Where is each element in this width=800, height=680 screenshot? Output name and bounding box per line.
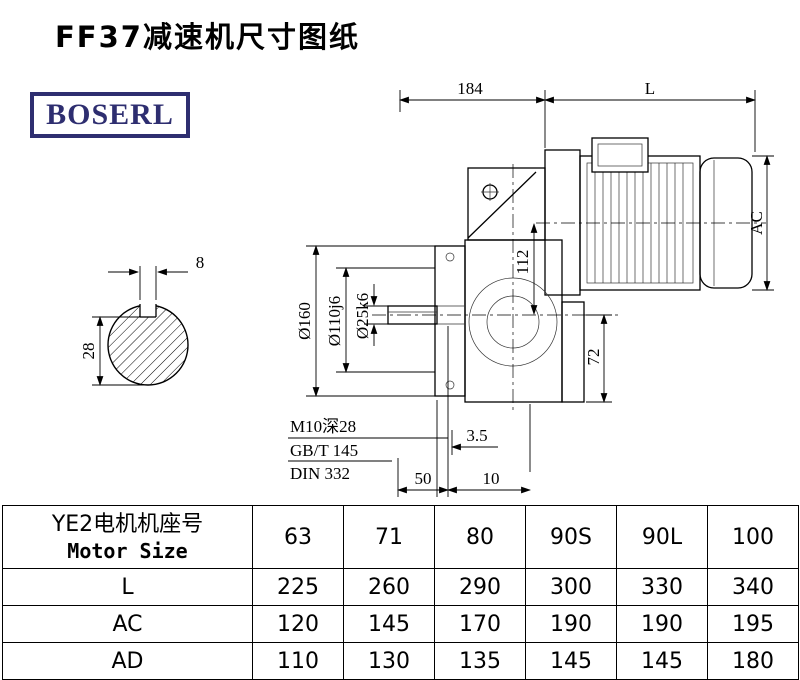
- dim-d160-label: Ø160: [295, 302, 314, 340]
- dim-8-label: 8: [196, 253, 205, 272]
- dim-L-label: L: [645, 79, 655, 98]
- AD-90l: 145: [616, 642, 708, 680]
- dim-d25-label: Ø25k6: [353, 293, 372, 339]
- L-90s: 300: [525, 568, 617, 606]
- dim-184-label: 184: [457, 79, 483, 98]
- AD-71: 130: [343, 642, 435, 680]
- AC-90s: 190: [525, 605, 617, 643]
- shaft-cross-section: 8 28: [79, 253, 205, 386]
- output-flange: [434, 245, 466, 397]
- motor-size-header-en: Motor Size: [67, 539, 188, 564]
- technical-drawing: 184 L AC 112 72 Ø160: [79, 79, 774, 497]
- dimension-table: YE2电机机座号 Motor Size 63 71 80 90S 90L 100…: [2, 505, 799, 680]
- column-90l: 90L: [616, 505, 708, 569]
- L-71: 260: [343, 568, 435, 606]
- boserl-logo: BOSERL: [30, 92, 190, 138]
- column-80: 80: [434, 505, 526, 569]
- L-90l: 330: [616, 568, 708, 606]
- L-80: 290: [434, 568, 526, 606]
- row-label-AD: AD: [2, 642, 253, 680]
- motor-size-header-cn: YE2电机机座号: [51, 511, 204, 537]
- dim-ac: AC: [747, 155, 774, 291]
- dim-10-label: 10: [483, 469, 500, 488]
- table-row-L: L 225 260 290 300 330 340: [2, 568, 799, 606]
- page-title: FF37减速机尺寸图纸: [55, 20, 360, 54]
- column-71: 71: [343, 505, 435, 569]
- AD-90s: 145: [525, 642, 617, 680]
- output-shaft: [387, 305, 438, 325]
- AC-90l: 190: [616, 605, 708, 643]
- motor-outline: [536, 137, 766, 296]
- table-row-AD: AD 110 130 135 145 145 180: [2, 642, 799, 680]
- AC-100: 195: [707, 605, 799, 643]
- dim-3-5-label: 3.5: [466, 426, 487, 445]
- dim-top: 184 L: [399, 79, 756, 152]
- AD-80: 135: [434, 642, 526, 680]
- dim-flange-diameters: Ø160 Ø110j6 Ø25k6: [295, 245, 435, 397]
- AD-63: 110: [252, 642, 344, 680]
- dim-d110-label: Ø110j6: [325, 296, 344, 346]
- dim-72-label: 72: [584, 349, 603, 366]
- dim-112-label: 112: [513, 250, 532, 275]
- dim-112: 112: [513, 223, 538, 315]
- L-63: 225: [252, 568, 344, 606]
- column-100: 100: [707, 505, 799, 569]
- terminal-box: [591, 137, 649, 173]
- gearbox-outline: [372, 164, 622, 414]
- AD-100: 180: [707, 642, 799, 680]
- column-63: 63: [252, 505, 344, 569]
- AC-71: 145: [343, 605, 435, 643]
- dim-72: 72: [584, 314, 612, 403]
- column-90s: 90S: [525, 505, 617, 569]
- standard-din-note: DIN 332: [290, 464, 350, 483]
- AC-63: 120: [252, 605, 344, 643]
- dim-50-label: 50: [415, 469, 432, 488]
- row-label-L: L: [2, 568, 253, 606]
- dim-ac-label: AC: [747, 211, 766, 235]
- table-header-row: YE2电机机座号 Motor Size 63 71 80 90S 90L 100: [2, 505, 799, 569]
- L-100: 340: [707, 568, 799, 606]
- dim-28-label: 28: [79, 343, 98, 360]
- row-label-AC: AC: [2, 605, 253, 643]
- tapped-hole-note: M10深28: [290, 417, 356, 436]
- bottom-annotations: M10深28 GB/T 145 DIN 332 3.5 50 10: [288, 326, 531, 497]
- AC-80: 170: [434, 605, 526, 643]
- standard-gbt-note: GB/T 145: [290, 441, 358, 460]
- table-row-AC: AC 120 145 170 190 190 195: [2, 605, 799, 643]
- boserl-logo-text: BOSERL: [46, 98, 174, 131]
- motor-size-header-cell: YE2电机机座号 Motor Size: [2, 505, 253, 569]
